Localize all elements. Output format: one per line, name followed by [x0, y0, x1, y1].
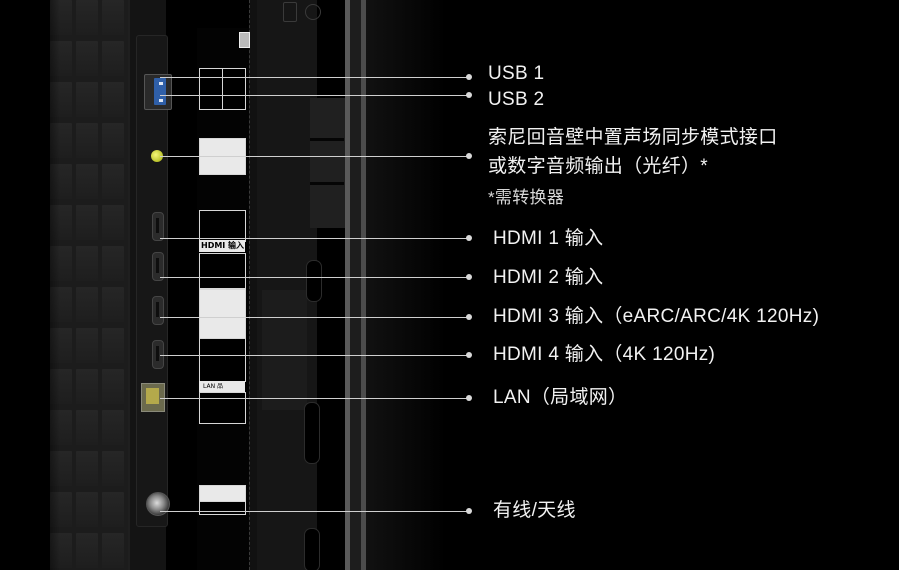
grille-cell: [76, 410, 98, 445]
callout-usb1: USB 1: [488, 63, 545, 84]
callout-hdmi4: HDMI 4 输入（4K 120Hz): [493, 344, 716, 365]
screw-icon: [283, 2, 297, 22]
grille-cell: [102, 123, 124, 158]
grille-cell: [102, 82, 124, 117]
grille-cell: [102, 451, 124, 486]
leader-line-hdmi2: [160, 277, 470, 278]
speaker-grille: [50, 0, 128, 570]
mount-bracket: [262, 290, 307, 410]
frame-rail-inner: [350, 0, 364, 570]
callout-usb2: USB 2: [488, 89, 545, 110]
hdmi1-port: [152, 212, 164, 241]
usb2-sticker: [222, 68, 246, 110]
leader-dot-hdmi1: [466, 235, 472, 241]
usb1-sticker: [199, 68, 223, 110]
callout-hdmi3: HDMI 3 输入（eARC/ARC/4K 120Hz): [493, 306, 820, 327]
grille-cell: [102, 287, 124, 322]
grille-cell: [76, 328, 98, 363]
grille-cell: [102, 410, 124, 445]
port-column: [136, 35, 168, 527]
grille-cell: [102, 492, 124, 527]
leader-line-hdmi3: [160, 317, 470, 318]
keyhole-slot-2: [304, 402, 320, 464]
grille-cell: [76, 82, 98, 117]
fastener-icon: [305, 4, 321, 20]
leader-dot-hdmi3: [466, 314, 472, 320]
hdmi4-port: [152, 340, 164, 369]
lan-label: LAN 品: [199, 381, 245, 392]
keyhole-slot-3: [304, 528, 320, 570]
hdmi3-port: [152, 296, 164, 325]
grille-cell: [76, 451, 98, 486]
grille-cell: [102, 328, 124, 363]
grille-cell: [102, 369, 124, 404]
leader-dot-hdmi4: [466, 352, 472, 358]
callout-hdmi1: HDMI 1 输入: [493, 228, 604, 249]
callout-lan: LAN（局域网）: [493, 387, 628, 408]
grille-cell: [76, 492, 98, 527]
keyhole-slot-1: [306, 260, 322, 302]
leader-line-hdmi1: [160, 238, 470, 239]
grille-cell: [76, 246, 98, 281]
usb-port: [144, 74, 172, 110]
leader-dot-usb2: [466, 92, 472, 98]
hdmi3-sticker: [199, 289, 246, 339]
grille-cell: [76, 287, 98, 322]
leader-dot-antenna: [466, 508, 472, 514]
grille-cell: [102, 41, 124, 76]
callout-optical-note: *需转换器: [488, 188, 565, 207]
grille-cell: [76, 533, 98, 568]
label-panel-edge: [249, 0, 258, 570]
grille-cell: [76, 123, 98, 158]
grille-cell: [102, 246, 124, 281]
background-fade: [366, 0, 446, 570]
lan-sticker: [199, 392, 246, 424]
frame-rail: [345, 0, 350, 570]
leader-line-usb2: [160, 95, 470, 96]
leader-dot-usb1: [466, 74, 472, 80]
hdmi2-sticker: [199, 253, 246, 289]
grille-cell: [76, 164, 98, 199]
lan-port: [141, 383, 165, 412]
leader-dot-hdmi2: [466, 274, 472, 280]
leader-line-optical: [160, 156, 470, 157]
callout-optical-line2: 或数字音频输出（光纤）*: [488, 156, 708, 177]
grille-cell: [102, 164, 124, 199]
hdmi-logo-label: HDMI 输入: [199, 240, 245, 252]
callout-hdmi2: HDMI 2 输入: [493, 267, 604, 288]
grille-cell: [76, 369, 98, 404]
antenna-label-sticker: [199, 501, 246, 515]
leader-line-hdmi4: [160, 355, 470, 356]
callout-antenna: 有线/天线: [493, 500, 576, 521]
grille-cell: [102, 205, 124, 240]
hdmi4-sticker: [199, 338, 246, 382]
hdmi2-port: [152, 252, 164, 281]
grille-cell: [76, 0, 98, 35]
leader-line-lan: [160, 398, 470, 399]
optical-port: [151, 150, 163, 162]
left-shadow: [0, 0, 60, 570]
grille-cell: [102, 0, 124, 35]
qr-code-label: [239, 32, 250, 48]
callout-optical-line1: 索尼回音壁中置声场同步模式接口: [488, 127, 778, 148]
leader-line-antenna: [160, 511, 470, 512]
frame-rail-edge: [361, 0, 366, 570]
antenna-port: [146, 492, 170, 516]
grille-cell: [76, 41, 98, 76]
leader-line-usb1: [160, 77, 470, 78]
grille-cell: [76, 205, 98, 240]
grille-cell: [102, 533, 124, 568]
leader-dot-optical: [466, 153, 472, 159]
leader-dot-lan: [466, 395, 472, 401]
